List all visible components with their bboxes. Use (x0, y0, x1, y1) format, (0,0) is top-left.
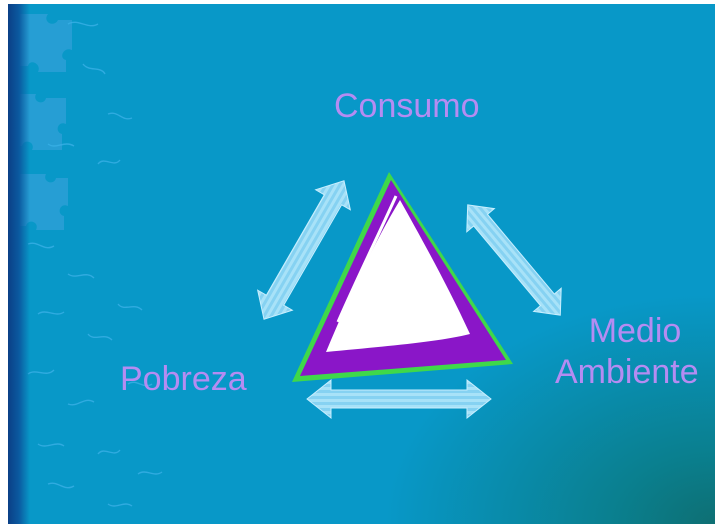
double-arrow-top-right (466, 204, 562, 316)
slide: Consumo Pobreza Medio Ambiente (8, 4, 715, 524)
triangle-diagram (256, 172, 562, 420)
double-arrow-bottom (306, 378, 492, 420)
double-arrow-top-left (256, 180, 352, 320)
node-label-pobreza: Pobreza (120, 360, 247, 398)
node-label-medio: Medio (588, 312, 682, 350)
node-label-consumo: Consumo (334, 87, 480, 125)
left-edge-shade (8, 4, 30, 524)
central-triangle (292, 172, 513, 382)
node-label-ambiente: Ambiente (555, 353, 699, 391)
